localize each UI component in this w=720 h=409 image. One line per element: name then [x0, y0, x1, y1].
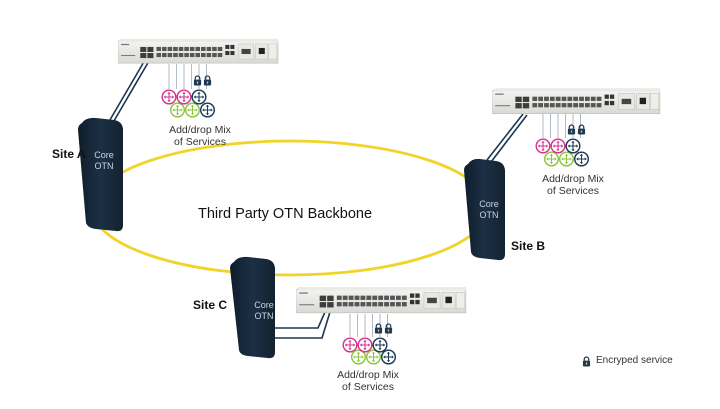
- site-c-core-label: Core OTN: [249, 300, 279, 322]
- lock-icon: [577, 124, 586, 135]
- site-a-core-label: Core OTN: [89, 150, 119, 172]
- services-line1: Add/drop Mix: [169, 124, 231, 136]
- site-a-uplinks: [106, 59, 150, 127]
- pink-router-icon: [342, 337, 358, 353]
- site-a-services-label: Add/drop Mix of Services: [150, 124, 250, 148]
- lock-icon: [384, 323, 393, 334]
- core-label-line2: OTN: [479, 210, 499, 220]
- site-b-services-label: Add/drop Mix of Services: [523, 173, 623, 197]
- pink-router-icon: [176, 89, 192, 105]
- pink-router-icon: [535, 138, 551, 154]
- site-c-label: Site C: [193, 298, 228, 312]
- services-line2: of Services: [342, 381, 394, 393]
- green-router-icon: [558, 151, 575, 167]
- site-c-core-otn: [230, 256, 275, 359]
- navy-router-icon: [573, 151, 590, 167]
- site-a-switch: [118, 38, 279, 64]
- site-c-services: [342, 314, 397, 365]
- navy-router-icon: [565, 138, 581, 154]
- lock-icon: [567, 124, 576, 135]
- legend: Encryped service: [581, 355, 673, 366]
- services-line1: Add/drop Mix: [337, 369, 399, 381]
- services-line1: Add/drop Mix: [542, 173, 604, 185]
- site-b-services: [535, 114, 590, 167]
- green-router-icon: [184, 102, 201, 118]
- navy-router-icon: [191, 89, 207, 105]
- lock-icon: [193, 75, 202, 86]
- services-line2: of Services: [174, 136, 226, 148]
- site-c-services-label: Add/drop Mix of Services: [318, 369, 418, 393]
- navy-router-icon: [380, 349, 397, 365]
- site-b-uplinks: [486, 113, 528, 163]
- core-label-line1: Core: [94, 150, 114, 160]
- legend-label: Encryped service: [596, 355, 673, 366]
- pink-router-icon: [357, 337, 373, 353]
- green-router-icon: [169, 102, 186, 118]
- services-line2: of Services: [547, 185, 599, 197]
- green-router-icon: [543, 151, 560, 167]
- core-label-line2: OTN: [94, 161, 114, 171]
- site-a-services: [161, 64, 216, 118]
- site-a-core-otn: [78, 117, 123, 232]
- site-b-switch: [492, 88, 661, 115]
- navy-router-icon: [199, 102, 216, 118]
- lock-icon: [374, 323, 383, 334]
- pink-router-icon: [161, 89, 177, 105]
- core-label-line1: Core: [254, 300, 274, 310]
- site-c-switch: [296, 286, 467, 314]
- navy-router-icon: [372, 337, 388, 353]
- core-label-line2: OTN: [254, 311, 274, 321]
- site-c-uplinks: [272, 311, 331, 339]
- core-label-line1: Core: [479, 199, 499, 209]
- pink-router-icon: [550, 138, 566, 154]
- site-b-core-otn: [464, 158, 505, 261]
- backbone-label: Third Party OTN Backbone: [198, 206, 373, 222]
- site-b-label: Site B: [511, 239, 546, 253]
- site-a-label: Site A: [52, 147, 86, 161]
- lock-icon: [203, 75, 212, 86]
- site-b-core-label: Core OTN: [474, 199, 504, 221]
